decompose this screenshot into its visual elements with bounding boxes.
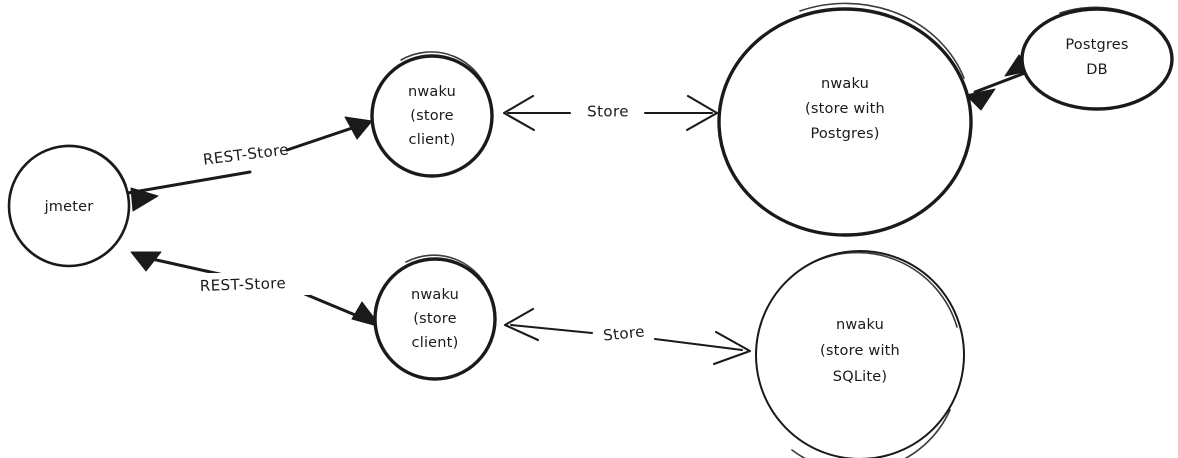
- node-store-sqlite-label-line-1: nwaku: [836, 317, 884, 333]
- edge-label-store-bottom: Store: [602, 322, 645, 344]
- edge-label-rest-store-top: REST-Store: [202, 140, 290, 168]
- edge-label-store-top: Store: [587, 103, 629, 121]
- edge-line-segment-right: [653, 337, 744, 352]
- arrow-head-left-icon: [503, 307, 540, 342]
- node-jmeter[interactable]: jmeter: [7, 144, 131, 268]
- arrow-head-left-icon: [502, 94, 536, 132]
- node-postgres-db-shape: [1020, 7, 1174, 111]
- node-store-postgres-shape: [717, 7, 973, 237]
- edge-label-rest-store-bottom: REST-Store: [200, 274, 287, 295]
- edge-line-segment: [973, 71, 1027, 94]
- edge-jmeter-to-store-client-bottom[interactable]: REST-Store: [130, 251, 382, 328]
- node-store-client-bottom-label-line-2: (store: [413, 311, 457, 327]
- arrow-head-right-icon: [344, 116, 373, 140]
- arrow-head-left-icon: [965, 88, 996, 111]
- node-store-sqlite-sketch-stroke-bottom: [791, 409, 951, 458]
- node-postgres-db-sketch-stroke: [1059, 6, 1166, 41]
- node-store-postgres-label-line-1: nwaku: [821, 76, 869, 92]
- node-store-client-top-sketch-stroke: [400, 51, 490, 97]
- node-store-client-bottom-shape: [373, 257, 497, 381]
- node-store-sqlite-sketch-stroke-top: [807, 251, 958, 328]
- node-store-client-top-label-line-1: nwaku: [408, 84, 456, 100]
- node-store-client-top-label-line-3: client): [409, 132, 456, 148]
- node-store-client-top[interactable]: nwaku (store client): [370, 51, 494, 178]
- node-jmeter-label-line-1: jmeter: [44, 199, 94, 215]
- node-store-postgres[interactable]: nwaku (store with Postgres): [717, 2, 973, 237]
- node-store-postgres-label-line-3: Postgres): [810, 126, 879, 142]
- node-store-client-top-shape: [370, 54, 494, 178]
- node-store-sqlite[interactable]: nwaku (store with SQLite): [755, 250, 965, 458]
- arrow-head-left-icon: [130, 187, 159, 212]
- node-store-sqlite-shape: [755, 250, 965, 458]
- edge-line-segment-left: [509, 323, 594, 335]
- edge-line-segment-left: [126, 170, 252, 195]
- node-store-postgres-sketch-stroke: [799, 2, 965, 79]
- node-postgres-db-label-line-1: Postgres: [1065, 37, 1128, 53]
- edge-store-client-top-to-store-postgres[interactable]: Store: [502, 94, 719, 132]
- node-store-client-bottom-sketch-stroke: [405, 254, 492, 298]
- arrow-head-right-icon: [712, 330, 752, 366]
- node-jmeter-sketch-stroke: [51, 144, 127, 186]
- arrow-head-right-icon: [685, 94, 719, 132]
- node-store-postgres-label-line-2: (store with: [805, 101, 885, 117]
- node-store-client-bottom-label-line-1: nwaku: [411, 287, 459, 303]
- edge-store-client-bottom-to-store-sqlite[interactable]: Store: [503, 307, 752, 366]
- edge-label-backdrop: [176, 273, 310, 295]
- arrow-head-left-icon: [130, 251, 162, 272]
- node-postgres-db-label-line-2: DB: [1086, 62, 1108, 78]
- node-store-client-bottom[interactable]: nwaku (store client): [373, 254, 497, 381]
- node-store-sqlite-label-line-2: (store with: [820, 343, 900, 359]
- node-store-client-top-label-line-2: (store: [410, 108, 454, 124]
- edge-jmeter-to-store-client-top[interactable]: REST-Store: [126, 116, 373, 212]
- node-store-client-bottom-label-line-3: client): [412, 335, 459, 351]
- node-store-sqlite-label-line-3: SQLite): [833, 369, 887, 385]
- node-postgres-db[interactable]: Postgres DB: [1020, 6, 1174, 111]
